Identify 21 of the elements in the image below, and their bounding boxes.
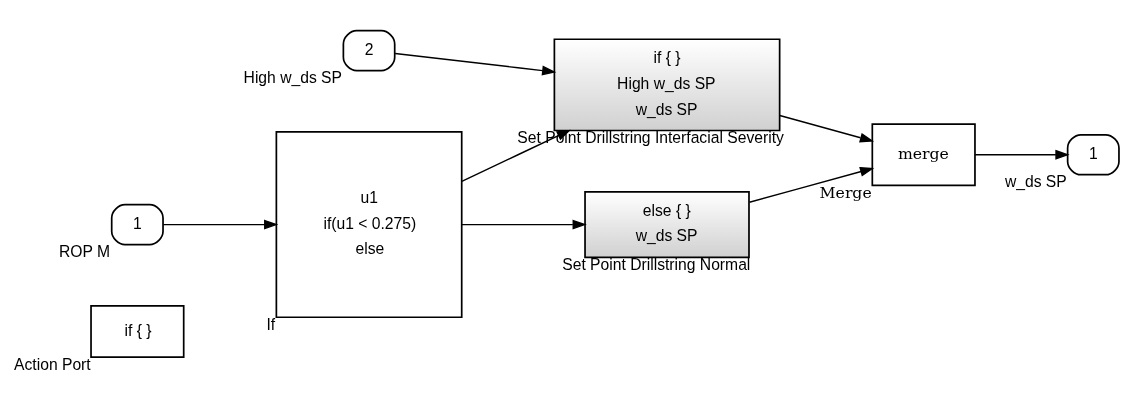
arrow	[974, 149, 1070, 160]
arrow	[394, 52, 557, 76]
arrow	[461, 129, 571, 183]
node-label: w_ds SP	[1004, 173, 1067, 191]
node-box: if { } High w_ds SP w_ds SP	[553, 38, 781, 132]
arrow	[748, 166, 875, 203]
node-box: u1 if(u1 < 0.275) else	[275, 131, 463, 319]
node-box: 1	[1066, 133, 1120, 176]
node-box: 1	[110, 203, 164, 246]
arrow	[162, 219, 279, 230]
node-label: Merge	[819, 182, 872, 202]
node-label: High w_ds SP	[243, 69, 343, 87]
node-box: 2	[342, 29, 396, 72]
arrow	[779, 114, 875, 143]
node-box: merge	[871, 123, 976, 187]
node-label: ROP M	[58, 243, 111, 261]
arrow	[461, 219, 587, 230]
node-label: Action Port	[14, 355, 91, 373]
node-box: if { }	[90, 305, 185, 359]
node-box: else { } w_ds SP	[584, 190, 750, 259]
node-label: If	[266, 315, 276, 333]
